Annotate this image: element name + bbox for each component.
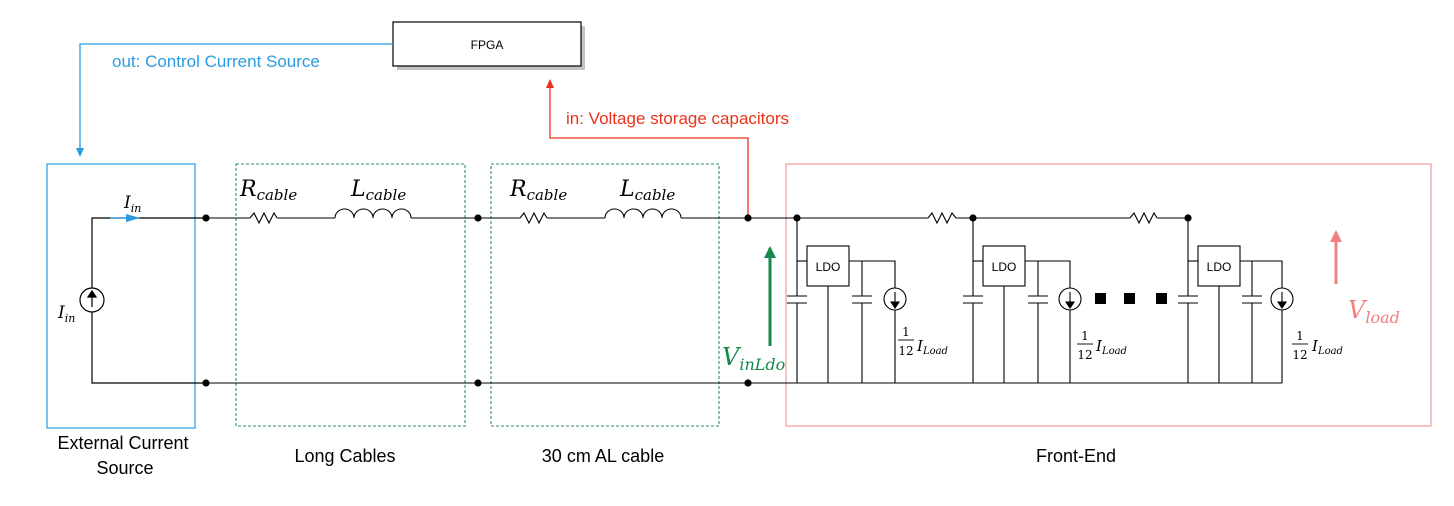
- svg-text:1: 1: [902, 325, 910, 339]
- svg-text:ILoad: ILoad: [916, 337, 948, 357]
- r-cable-1-label: Rcable: [239, 177, 297, 204]
- ldo-2-label: LDO: [992, 260, 1017, 274]
- long-cables-caption: Long Cables: [294, 446, 395, 466]
- svg-text:12: 12: [898, 344, 913, 358]
- svg-text:ILoad: ILoad: [1095, 337, 1127, 357]
- l-cable-1-label: Lcable: [350, 177, 406, 204]
- svg-text:12: 12: [1077, 348, 1092, 362]
- load-label-1: 1 12 ILoad: [898, 325, 948, 358]
- svg-text:ILoad: ILoad: [1311, 337, 1343, 357]
- source-caption-line2: Source: [96, 458, 153, 478]
- fpga-label: FPGA: [471, 38, 504, 52]
- fpga-block: FPGA: [392, 21, 585, 70]
- r-cable-2-label: Rcable: [509, 177, 567, 204]
- ldo-1-label: LDO: [816, 260, 841, 274]
- source-caption-line1: External Current: [57, 433, 188, 453]
- al-cable-block: [490, 163, 720, 427]
- frontend-block: [785, 163, 1432, 427]
- continuation-dots: [1095, 293, 1167, 304]
- stage-3: [1178, 218, 1294, 383]
- al-cable-caption: 30 cm AL cable: [542, 446, 664, 466]
- stage-1: [787, 218, 907, 383]
- sense-arrow: in: Voltage storage capacitors: [546, 79, 789, 216]
- iin-top-label: Iin: [123, 193, 141, 215]
- svg-text:12: 12: [1292, 348, 1307, 362]
- control-label: out: Control Current Source: [112, 52, 320, 71]
- load-label-2: 1 12 ILoad: [1077, 329, 1127, 362]
- vinldo-label: VinLdo: [722, 343, 785, 374]
- iin-side-label: Iin: [57, 303, 75, 325]
- top-wire: [206, 208, 1188, 225]
- stage-2: [963, 218, 1082, 383]
- long-cables-block: [235, 163, 466, 427]
- sense-label: in: Voltage storage capacitors: [566, 109, 789, 128]
- load-label-3: 1 12 ILoad: [1292, 329, 1343, 362]
- svg-text:1: 1: [1296, 329, 1304, 343]
- svg-text:1: 1: [1081, 329, 1089, 343]
- ldo-3-label: LDO: [1207, 260, 1232, 274]
- frontend-caption: Front-End: [1036, 446, 1116, 466]
- iin-arrow-icon: [126, 214, 140, 222]
- vload-label: Vload: [1348, 296, 1400, 327]
- l-cable-2-label: Lcable: [619, 177, 675, 204]
- control-arrow: out: Control Current Source: [76, 43, 393, 157]
- junction-dots: [202, 214, 1192, 387]
- source-block: [46, 163, 196, 429]
- current-source: [79, 217, 206, 384]
